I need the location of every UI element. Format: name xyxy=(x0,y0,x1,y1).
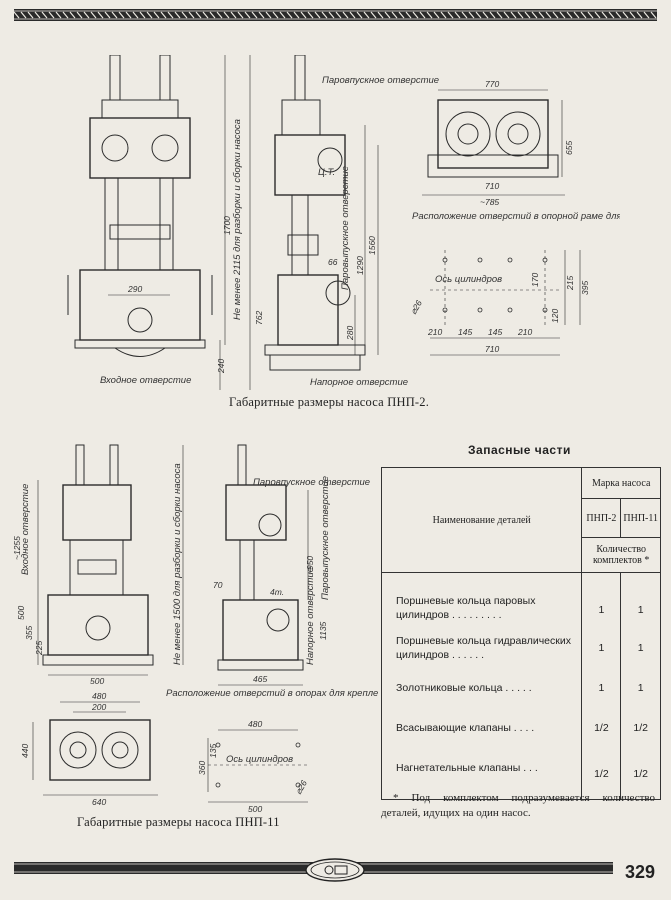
table-row: Золотниковые кольца . . . . . 1 1 xyxy=(380,668,661,708)
dim-762: 762 xyxy=(254,311,264,325)
dim-770: 770 xyxy=(485,79,499,89)
row-pnp2: 1/2 xyxy=(581,748,622,800)
row-pnp11: 1 xyxy=(620,628,661,668)
dim-hole-diameter: ⌀26 xyxy=(408,298,424,316)
col-brand-header: Марка насоса xyxy=(581,467,661,499)
dim-710-plan: 710 xyxy=(485,181,499,191)
dim-170: 170 xyxy=(530,273,540,287)
pressure-outlet-label: Напорное отверстие xyxy=(310,377,408,388)
dim-640: 640 xyxy=(92,797,106,807)
pnp11-holes-layout-label: Расположение отверстий в опорах для креп… xyxy=(166,688,378,699)
pnp2-dimensional-drawing: 290 240 1700 Не менее 2115 для разборки … xyxy=(67,55,620,390)
col-pnp11-header: ПНП-11 xyxy=(620,498,661,538)
cylinder-axis-label: Ось цилиндров xyxy=(435,274,502,285)
dim-145-a: 145 xyxy=(458,327,472,337)
pnp2-caption: Габаритные размеры насоса ПНП-2. xyxy=(229,395,430,409)
row-pnp2: 1 xyxy=(581,668,622,708)
pnp11-caption: Габаритные размеры насоса ПНП-11 xyxy=(77,815,280,829)
spare-parts-table: Наименование деталей Марка насоса ПНП-2 … xyxy=(380,467,661,800)
steam-inlet-label: Паровпускное отверстие xyxy=(322,75,439,86)
dim-480-plan: 480 xyxy=(92,691,106,701)
col-pnp2-header: ПНП-2 xyxy=(581,498,622,538)
row-name: Нагнетательные клапаны . . . xyxy=(380,748,583,800)
table-row: Поршневые кольца гидравлических цилиндро… xyxy=(380,628,661,668)
row-name: Поршневые кольца гидравлических цилиндро… xyxy=(380,628,583,668)
pnp11-dim-hole-diameter: ⌀26 xyxy=(293,778,309,796)
pnp11-inlet-label: Входное отверстие xyxy=(20,484,31,575)
holes-layout-label: Расположение отверстий в опорной раме дл… xyxy=(412,211,620,222)
dim-210-b: 210 xyxy=(517,327,532,337)
dim-710-holes: 710 xyxy=(485,344,499,354)
row-name: Всасывающие клапаны . . . . xyxy=(380,708,583,748)
row-pnp2: 1 xyxy=(581,572,622,628)
dim-1135: 1135 xyxy=(318,621,328,640)
row-name: Поршневые кольца паровых цилиндров . . .… xyxy=(380,572,583,628)
dim-145-b: 145 xyxy=(488,327,502,337)
pnp11-steam-inlet-label: Паровпускное отверстие xyxy=(253,477,370,488)
dim-785: ~785 xyxy=(480,197,499,207)
dim-360: 360 xyxy=(197,761,207,775)
pnp11-dimensional-drawing: Входное отверстие ~1255 500 355 225 500 … xyxy=(12,444,378,814)
dim-440: 440 xyxy=(20,744,30,758)
col-qty-header: Количество комплектов * xyxy=(581,537,661,573)
row-pnp11: 1/2 xyxy=(620,748,661,800)
ct-label: Ц.Т. xyxy=(318,167,335,178)
dim-4t: 4т. xyxy=(270,587,284,597)
table-row: Всасывающие клапаны . . . . 1/2 1/2 xyxy=(380,708,661,748)
top-border xyxy=(14,9,657,21)
table-row: Нагнетательные клапаны . . . 1/2 1/2 xyxy=(380,748,661,800)
dim-225: 225 xyxy=(34,641,44,656)
dim-240: 240 xyxy=(216,359,226,374)
dim-465: 465 xyxy=(253,674,267,684)
dim-355: 355 xyxy=(24,626,34,640)
dim-395: 395 xyxy=(580,281,590,295)
dim-280: 280 xyxy=(345,326,355,341)
row-pnp11: 1 xyxy=(620,668,661,708)
row-name: Золотниковые кольца . . . . . xyxy=(380,668,583,708)
dim-135: 135 xyxy=(208,744,218,758)
dim-950: ~950 xyxy=(305,556,315,575)
dim-210-a: 210 xyxy=(427,327,442,337)
row-pnp11: 1/2 xyxy=(620,708,661,748)
dim-1290: 1290 xyxy=(355,256,365,275)
dim-500-w: 500 xyxy=(90,676,104,686)
table-row: Поршневые кольца паровых цилиндров . . .… xyxy=(380,572,661,628)
spare-parts-title: Запасные части xyxy=(468,443,571,457)
dim-1560: 1560 xyxy=(367,236,377,255)
dim-480-holes: 480 xyxy=(248,719,262,729)
dim-215: 215 xyxy=(565,276,575,291)
footnote: * Под комплектом подразумевается количес… xyxy=(381,792,655,819)
dim-70: 70 xyxy=(213,580,223,590)
dim-655: 655 xyxy=(564,141,574,155)
dim-500-h: 500 xyxy=(16,606,26,620)
dim-1700: 1700 xyxy=(222,216,232,235)
pnp11-min-clearance-label: Не менее 1500 для разборки и сборки насо… xyxy=(172,463,183,665)
pump-emblem-icon xyxy=(305,858,365,882)
col-name-header: Наименование деталей xyxy=(380,467,583,573)
pnp11-steam-outlet-label: Паровыпускное отверстие xyxy=(320,476,331,600)
pnp11-cylinder-axis-label: Ось цилиндров xyxy=(226,754,293,765)
dim-500-holes: 500 xyxy=(248,804,262,814)
page-number: 329 xyxy=(625,862,656,882)
dim-120: 120 xyxy=(550,309,560,323)
row-pnp2: 1/2 xyxy=(581,708,622,748)
min-clearance-label: Не менее 2115 для разборки и сборки насо… xyxy=(232,119,243,320)
dim-290: 290 xyxy=(127,284,142,294)
dim-66: 66 xyxy=(328,257,338,267)
inlet-label: Входное отверстие xyxy=(100,375,191,386)
pnp11-pressure-outlet-label: Напорное отверстие xyxy=(305,567,316,665)
row-pnp2: 1 xyxy=(581,628,622,668)
steam-outlet-label: Паровыпускное отверстие xyxy=(340,166,351,290)
dim-1255: ~1255 xyxy=(12,536,22,560)
dim-200: 200 xyxy=(91,702,106,712)
row-pnp11: 1 xyxy=(620,572,661,628)
